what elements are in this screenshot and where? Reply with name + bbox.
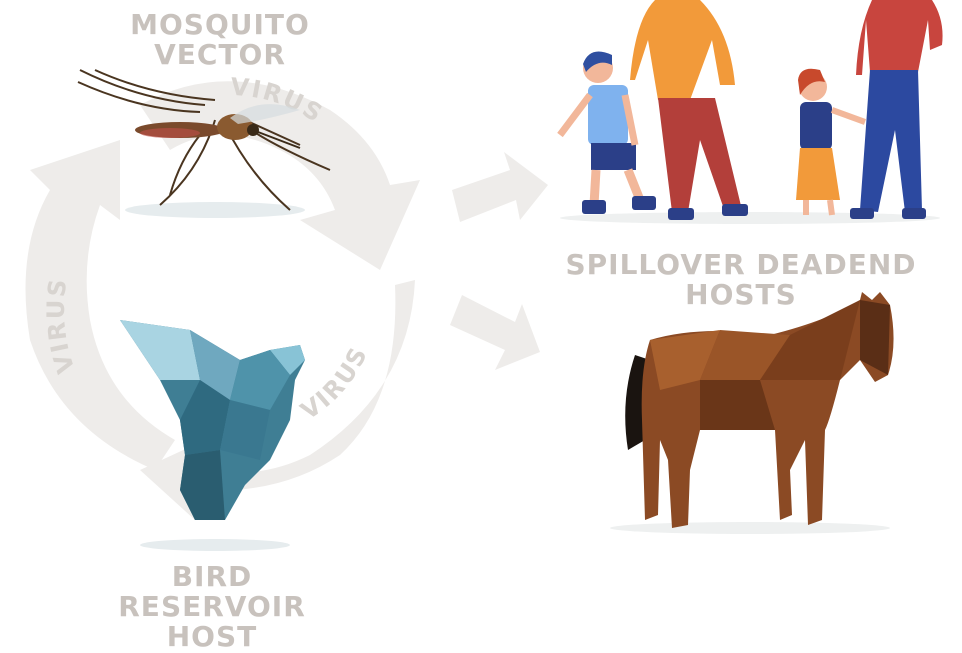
bird-reservoir-label-line2: RESERVOIR xyxy=(112,592,312,622)
spillover-label: SPILLOVER DEADEND HOSTS xyxy=(520,250,962,310)
arrow-to-humans xyxy=(452,152,548,222)
mosquito-vector-label-line2: VECTOR xyxy=(120,40,320,70)
bird-reservoir-label-line3: HOST xyxy=(112,622,312,652)
mosquito-vector-label: MOSQUITO VECTOR xyxy=(120,10,320,70)
family-icon xyxy=(560,0,943,224)
bird-reservoir-label-line1: BIRD xyxy=(112,562,312,592)
mosquito-vector-label-line1: MOSQUITO xyxy=(120,10,320,40)
bird-reservoir-label: BIRD RESERVOIR HOST xyxy=(112,562,312,652)
horse-icon xyxy=(610,292,894,534)
